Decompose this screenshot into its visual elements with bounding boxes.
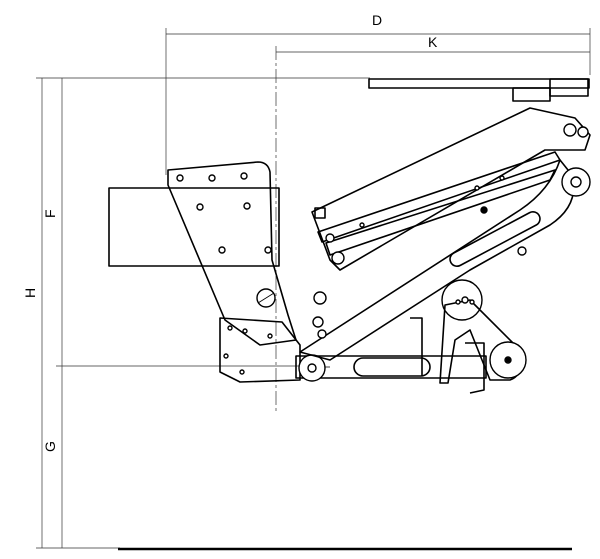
label-h: H [22, 288, 38, 298]
base-bracket [219, 317, 301, 383]
label-d: D [372, 12, 382, 28]
wheel-assembly [439, 279, 527, 384]
label-k: K [428, 34, 438, 50]
mounting-plate [167, 161, 297, 346]
upper-boom [311, 107, 591, 271]
label-g: G [42, 441, 58, 452]
wall-beam [108, 187, 280, 267]
label-f: F [42, 209, 58, 218]
base-tube [295, 317, 487, 394]
dimension-lines [36, 28, 591, 551]
platform [368, 78, 590, 102]
